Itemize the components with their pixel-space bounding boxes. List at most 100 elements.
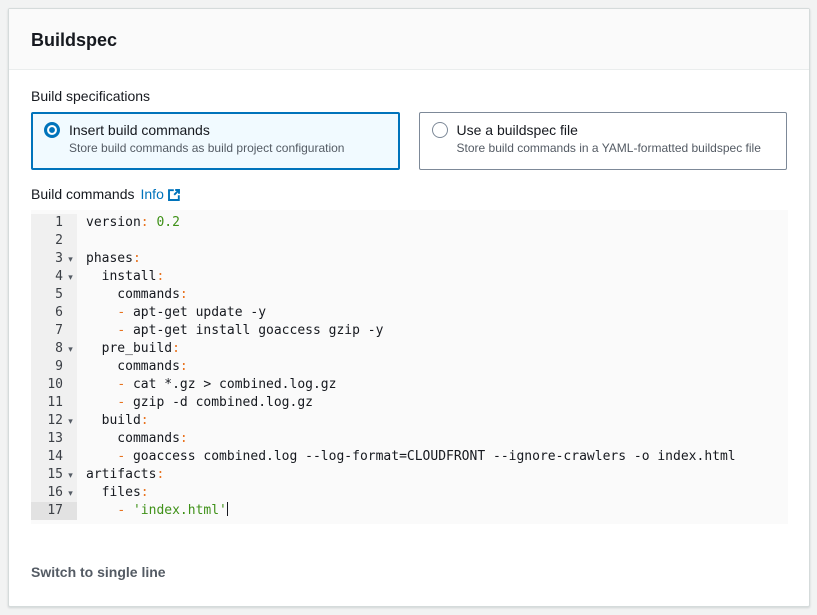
line-number-gutter: 17 [31,502,77,520]
line-number-gutter: 1 [31,214,77,232]
line-number: 10 [47,377,63,392]
line-number: 8 [55,341,63,356]
radio-selected-icon[interactable] [44,122,60,138]
code-line-text: commands: [86,359,188,374]
line-number-gutter: 7 [31,322,77,340]
line-number: 14 [47,449,63,464]
line-number: 6 [55,305,63,320]
info-link-label: Info [140,186,164,202]
line-number: 1 [55,215,63,230]
fold-toggle-icon[interactable]: ▾ [68,416,73,426]
line-number: 15 [47,467,63,482]
panel-body: Build specifications Insert build comman… [9,70,809,582]
text-cursor [226,502,229,516]
buildspec-panel: Buildspec Build specifications Insert bu… [8,8,810,607]
line-number: 4 [55,269,63,284]
code-line[interactable]: 7 - apt-get install goaccess gzip -y [31,322,788,340]
code-line-text: commands: [86,287,188,302]
fold-toggle-icon[interactable]: ▾ [68,488,73,498]
code-line[interactable]: 8▾ pre_build: [31,340,788,358]
line-number: 13 [47,431,63,446]
line-number: 17 [47,503,63,518]
line-number-gutter: 8▾ [31,340,77,358]
code-line[interactable]: 1 version: 0.2 [31,214,788,232]
fold-spacer [64,304,77,322]
code-line-text: - goaccess combined.log --log-format=CLO… [117,449,736,464]
code-line-text: files: [86,485,149,500]
radio-tile-use-buildspec-file[interactable]: Use a buildspec file Store build command… [418,112,787,170]
line-number-gutter: 10 [31,376,77,394]
fold-spacer [64,376,77,394]
line-number: 3 [55,251,63,266]
line-number-gutter: 15 ▾ [31,466,77,484]
build-commands-label-row: Build commands Info [31,186,787,202]
line-number-gutter: 9 [31,358,77,376]
panel-title: Buildspec [31,30,118,50]
fold-spacer [64,232,77,250]
radio-unselected-icon[interactable] [431,122,448,138]
line-number: 7 [55,323,63,338]
code-line[interactable]: 17 - 'index.html' [31,502,788,520]
line-number: 9 [55,359,63,374]
code-line[interactable]: 5 commands: [31,286,788,304]
fold-toggle-icon[interactable]: ▾ [68,344,73,354]
code-line-text: artifacts: [86,467,165,482]
line-number-gutter: 13 [31,430,77,448]
code-line-text: - apt-get install goaccess gzip -y [117,323,384,338]
fold-toggle-icon[interactable]: ▾ [68,470,73,480]
line-number: 16 [47,485,63,500]
code-line[interactable]: 11 - gzip -d combined.log.gz [31,394,788,412]
line-number-gutter: 2 [31,232,77,250]
code-line[interactable]: 3 ▾ phases: [31,250,788,268]
radio-tile-description: Store build commands as build project co… [69,141,345,155]
code-line[interactable]: 6 - apt-get update -y [31,304,788,322]
line-number: 11 [47,395,63,410]
fold-spacer [64,322,77,340]
code-line-text: pre_build: [86,341,180,356]
fold-spacer [64,394,77,412]
code-line[interactable]: 14 - goaccess combined.log --log-format=… [31,448,788,466]
fold-spacer [64,214,77,232]
external-link-icon [167,188,180,201]
code-line-text: version: 0.2 [86,215,180,230]
code-line[interactable]: 2 [31,232,788,250]
fold-spacer [64,448,77,466]
fold-spacer [64,502,77,520]
build-commands-label: Build commands [31,186,135,202]
code-line-text: commands: [86,431,188,446]
code-line-text: - gzip -d combined.log.gz [117,395,313,410]
build-specifications-label: Build specifications [31,88,151,104]
line-number-gutter: 14 [31,448,77,466]
code-line-text: phases: [86,251,141,266]
fold-toggle-icon[interactable]: ▾ [68,272,73,282]
code-line[interactable]: 15 ▾ artifacts: [31,466,788,484]
code-line[interactable]: 9 commands: [31,358,788,376]
code-line[interactable]: 13 commands: [31,430,788,448]
radio-tile-insert-build-commands[interactable]: Insert build commands Store build comman… [31,112,400,170]
info-link[interactable]: Info [141,186,180,202]
code-line[interactable]: 16 ▾ files: [31,484,788,502]
code-line[interactable]: 4▾ install: [31,268,788,286]
line-number-gutter: 4▾ [31,268,77,286]
radio-tile-description: Store build commands in a YAML-formatted… [456,141,761,155]
fold-spacer [64,430,77,448]
line-number-gutter: 16 ▾ [31,484,77,502]
code-line[interactable]: 10 - cat *.gz > combined.log.gz [31,376,788,394]
line-number: 5 [55,287,63,302]
switch-to-single-line-link[interactable]: Switch to single line [31,564,166,580]
line-number-gutter: 12▾ [31,412,77,430]
line-number: 2 [55,233,63,248]
fold-toggle-icon[interactable]: ▾ [68,254,73,264]
radio-tile-label: Use a buildspec file [456,122,578,138]
code-line-text: - apt-get update -y [117,305,267,320]
line-number-gutter: 11 [31,394,77,412]
code-line-text: - cat *.gz > combined.log.gz [117,377,337,392]
code-line-text: build: [86,413,149,428]
panel-header: Buildspec [9,9,809,70]
radio-tile-label: Insert build commands [69,122,210,138]
line-number-gutter: 6 [31,304,77,322]
code-line-text: - 'index.html' [117,502,229,518]
code-line-text [77,232,86,250]
code-line[interactable]: 12▾ build: [31,412,788,430]
